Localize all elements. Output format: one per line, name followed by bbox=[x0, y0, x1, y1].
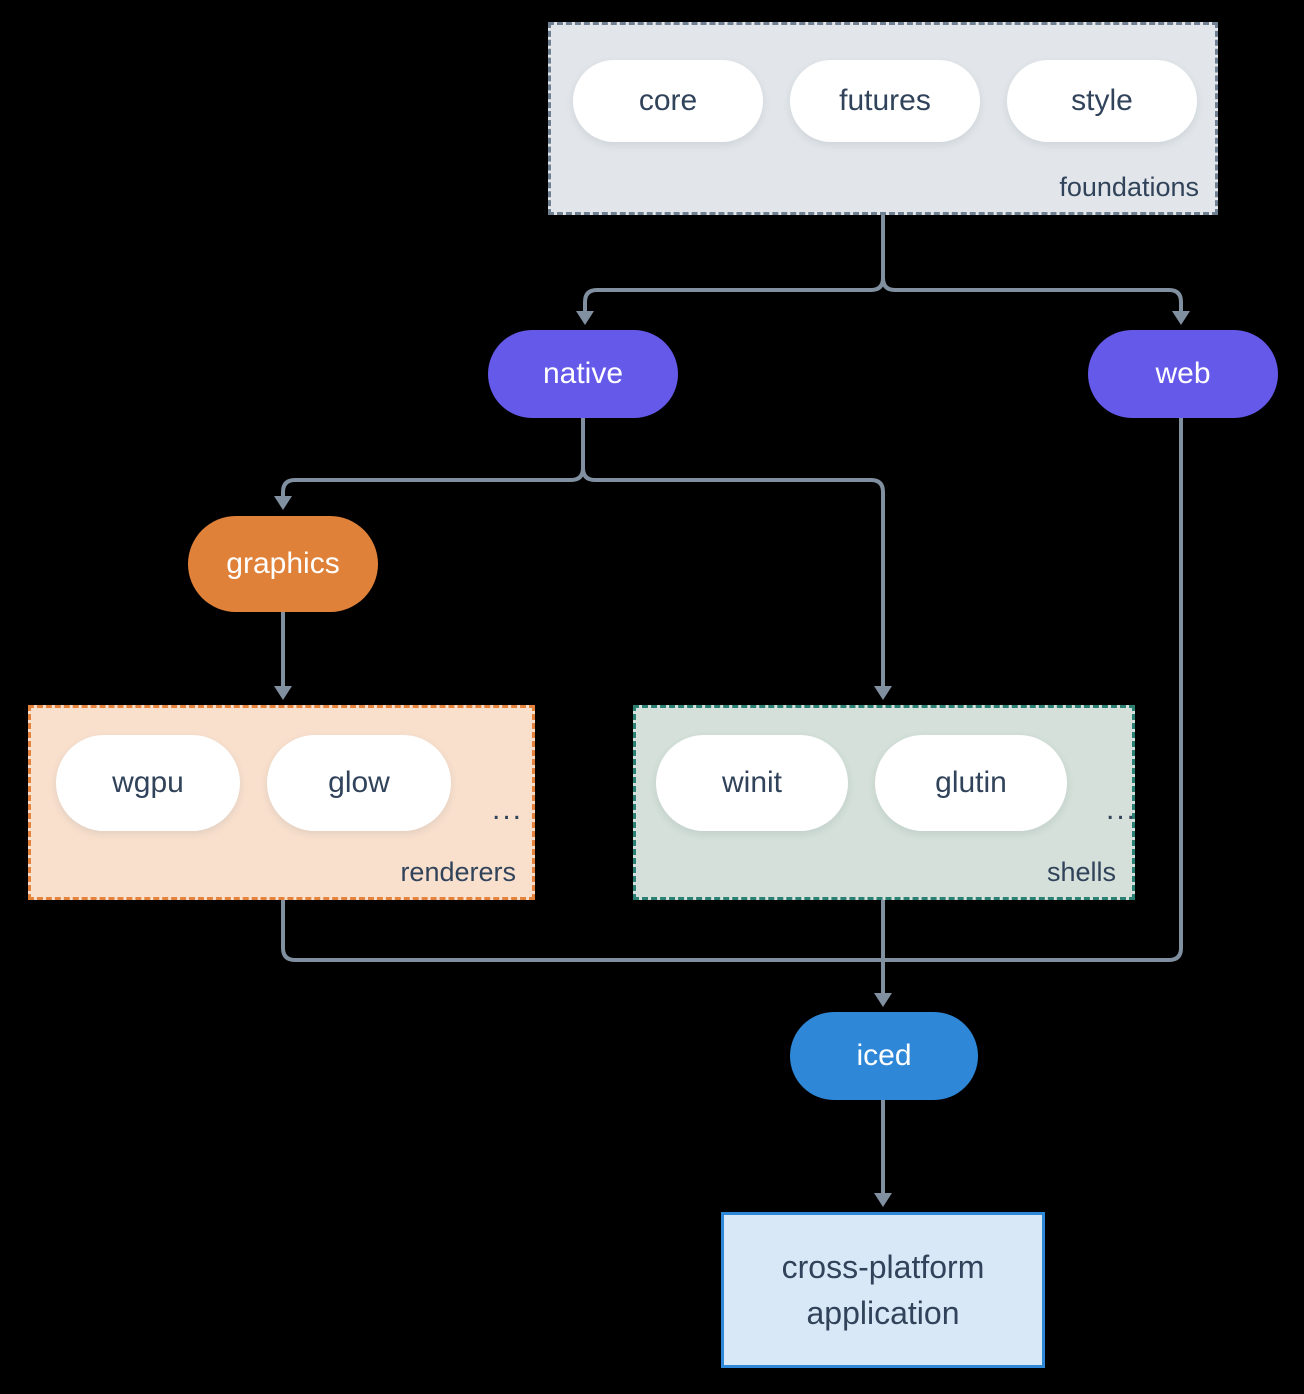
renderers-ellipsis: ... bbox=[492, 793, 524, 826]
node-cross-platform-application: cross-platform application bbox=[721, 1212, 1045, 1368]
renderers-group: wgpu glow ... renderers bbox=[28, 705, 535, 900]
edge-foundations-web bbox=[881, 215, 1190, 325]
node-graphics: graphics bbox=[188, 516, 378, 612]
shells-ellipsis: ... bbox=[1106, 793, 1138, 826]
node-futures: futures bbox=[790, 60, 980, 142]
node-wgpu: wgpu bbox=[56, 735, 240, 831]
node-glow: glow bbox=[267, 735, 451, 831]
node-web: web bbox=[1088, 330, 1278, 418]
edge-native-graphics bbox=[274, 418, 585, 510]
foundations-group: core futures style foundations bbox=[548, 22, 1218, 215]
shells-label: shells bbox=[1046, 857, 1116, 887]
node-iced: iced bbox=[790, 1012, 978, 1100]
node-winit: winit bbox=[656, 735, 848, 831]
edge-renderers-iced bbox=[281, 900, 883, 962]
node-native: native bbox=[488, 330, 678, 418]
shells-group: winit glutin ... shells bbox=[633, 705, 1135, 900]
renderers-pill-row: wgpu glow ... bbox=[31, 708, 532, 858]
edge-native-shells bbox=[581, 418, 892, 700]
node-glutin: glutin bbox=[875, 735, 1067, 831]
foundations-pill-row: core futures style bbox=[551, 25, 1215, 142]
edge-web-iced bbox=[883, 418, 1183, 962]
node-style: style bbox=[1007, 60, 1197, 142]
shells-pill-row: winit glutin ... bbox=[636, 708, 1135, 858]
foundations-label: foundations bbox=[1059, 172, 1199, 202]
renderers-label: renderers bbox=[400, 857, 516, 887]
edge-foundations-native bbox=[576, 215, 885, 325]
node-core: core bbox=[573, 60, 763, 142]
